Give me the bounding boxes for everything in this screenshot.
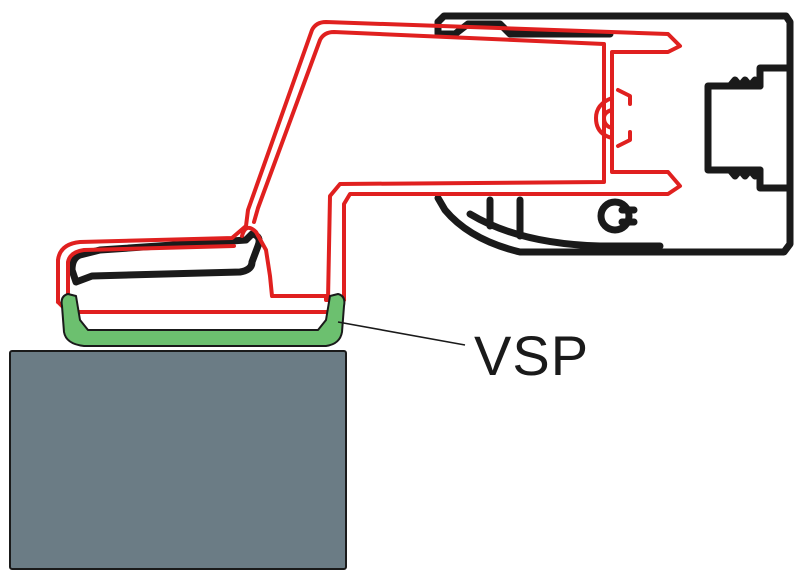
outer-frame-lower-rib: [486, 196, 524, 240]
outer-frame-teeth-bottom: [726, 166, 764, 180]
outer-frame-top-lip: [434, 18, 614, 38]
red-profile-inner: [66, 30, 606, 302]
intermediate-adapter-profile: [56, 20, 682, 314]
screw-channel-lower: [597, 198, 633, 234]
red-profile-outer: [56, 20, 682, 304]
outer-frame-slot: [704, 64, 794, 192]
vsp-callout-label: VSP: [474, 324, 589, 387]
outer-frame-teeth-top: [726, 76, 764, 90]
outer-frame-inner-rib: [466, 210, 664, 250]
red-profile-screw-channel: [594, 88, 632, 148]
outer-frame-outline: [434, 12, 794, 256]
red-profile-base: [56, 298, 346, 314]
screw-channel-lower-gap: [618, 206, 638, 226]
wall-block: [9, 350, 347, 570]
outer-frame-profile: [434, 12, 794, 256]
vsp-seal: [60, 293, 346, 347]
vsp-leader-line: [337, 321, 466, 346]
